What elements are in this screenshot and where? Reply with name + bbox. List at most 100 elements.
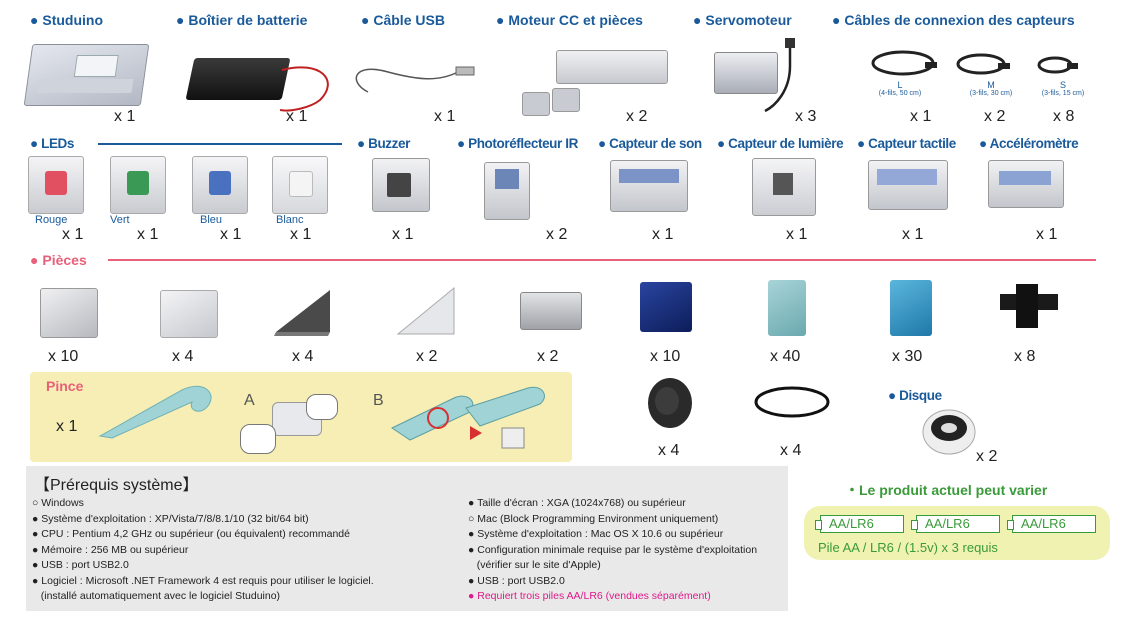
requirements-title: 【Prérequis système】 [34, 477, 199, 494]
motor-part-image-2 [552, 88, 580, 112]
battery-box-image [185, 58, 291, 100]
led-white-qty: x 1 [290, 226, 312, 243]
cable-m-qty: x 2 [984, 108, 1006, 125]
motor-qty: x 2 [626, 108, 648, 125]
batteries-caption: Pile AA / LR6 / (1.5v) x 3 requis [818, 540, 998, 555]
cable-s-spec: (3-fils, 15 cm) [1041, 90, 1085, 97]
photoreflector-heading: ● Photoréflecteur IR [457, 136, 578, 151]
photoreflector-qty: x 2 [546, 226, 568, 243]
piece-2-qty: x 4 [172, 348, 194, 365]
cable-s-qty: x 8 [1053, 108, 1075, 125]
usb-heading: ● Câble USB [361, 12, 445, 28]
touch-sensor-heading: ● Capteur tactile [857, 136, 956, 151]
cable-l-qty: x 1 [910, 108, 932, 125]
cable-l-label: L(4-fils, 50 cm) [875, 80, 925, 97]
product-variation-note: ・Le produit actuel peut varier [845, 482, 1048, 498]
battery-cell-3-label: AA/LR6 [1021, 516, 1066, 531]
pince-heading: Pince [46, 378, 84, 394]
buzzer-qty: x 1 [392, 226, 414, 243]
piece-axle-holder-image [520, 292, 582, 330]
servo-cable-image [764, 38, 795, 113]
req-right-3: ● Système d'exploitation : Mac OS X 10.6… [468, 528, 724, 540]
light-sensor-heading: ● Capteur de lumière [717, 136, 844, 151]
buzzer-image [372, 158, 430, 212]
buzzer-heading: ● Buzzer [357, 136, 410, 151]
pince-label-b: B [373, 392, 384, 409]
motor-heading: ● Moteur CC et pièces [496, 12, 643, 28]
motor-part-image [522, 92, 550, 116]
studuino-qty: x 1 [114, 108, 136, 125]
cable-s-label: S(3-fils, 15 cm) [1038, 80, 1088, 97]
led-white-label: Blanc [276, 214, 304, 226]
accelerometer-heading: ● Accéléromètre [979, 136, 1079, 151]
req-right-5: (vérifier sur le site d'Apple) [468, 559, 601, 571]
touch-sensor-qty: x 1 [902, 226, 924, 243]
battery-qty: x 1 [286, 108, 308, 125]
leds-heading: ● LEDs [30, 136, 75, 151]
piece-cube-image [40, 288, 98, 338]
piece-7-qty: x 40 [770, 348, 801, 365]
req-right-4: ● Configuration minimale requise par le … [468, 543, 758, 556]
piece-navy-connector-image [640, 282, 692, 332]
motor-image [556, 50, 668, 84]
pieces-heading: ● Pièces [30, 252, 87, 268]
led-red-image [28, 156, 84, 214]
battery-cell-2-label: AA/LR6 [925, 516, 970, 531]
leds-divider [98, 143, 342, 145]
studuino-heading: ● Studuino [30, 12, 104, 28]
cable-s-image [1037, 56, 1078, 74]
disque-heading: ● Disque [888, 388, 942, 403]
light-sensor-image [752, 158, 816, 216]
servo-image [714, 52, 778, 94]
disque-qty: x 2 [976, 448, 998, 465]
led-red-qty: x 1 [62, 226, 84, 243]
req-left-7: (installé automatiquement avec le logici… [32, 590, 281, 602]
req-right-6: ● USB : port USB2.0 [468, 574, 565, 587]
req-left-2: ● Système d'exploitation : XP/Vista/7/8/… [32, 512, 309, 525]
battery-cell-3: AA/LR6 [1007, 515, 1096, 533]
piece-1-qty: x 10 [48, 348, 79, 365]
pieces-divider [108, 259, 1096, 261]
sound-sensor-heading: ● Capteur de son [598, 136, 702, 151]
pince-hand-a-image [236, 384, 338, 456]
usb-qty: x 1 [434, 108, 456, 125]
led-blue-qty: x 1 [220, 226, 242, 243]
battery-cell-2: AA/LR6 [911, 515, 1000, 533]
req-left-1: ○ Windows [32, 497, 84, 509]
requirements-left-list: ○ Windows ● Système d'exploitation : XP/… [32, 496, 374, 605]
led-white-image [272, 156, 328, 214]
piece-dark-triangle-image [274, 290, 330, 336]
led-blue-image [192, 156, 248, 214]
piece-8-qty: x 30 [892, 348, 923, 365]
piece-blue-connector-image [890, 280, 932, 336]
req-right-2: ○ Mac (Block Programming Environment uni… [468, 512, 719, 525]
piece-black-connector-image [1000, 284, 1058, 328]
req-right-1: ● Taille d'écran : XGA (1024x768) ou sup… [468, 497, 686, 509]
disque-image [922, 409, 976, 455]
cable-m-label: M(3-fils, 30 cm) [966, 80, 1016, 97]
battery-wire-image [280, 66, 329, 112]
rubber-ring-qty: x 4 [780, 442, 802, 459]
requirements-panel: 【Prérequis système】 ○ Windows ● Système … [26, 466, 788, 611]
piece-9-qty: x 8 [1014, 348, 1036, 365]
battery-heading: ● Boîtier de batterie [176, 12, 308, 28]
req-left-5: ● USB : port USB2.0 [32, 559, 129, 571]
piece-clear-triangle-image [396, 286, 455, 335]
pince-usage-b-image [390, 386, 545, 449]
piece-6-qty: x 10 [650, 348, 681, 365]
led-green-qty: x 1 [137, 226, 159, 243]
req-left-4: ● Mémoire : 256 MB ou supérieur [32, 543, 189, 556]
req-battery-note: ● Requiert trois piles AA/LR6 (vendues s… [468, 590, 711, 602]
led-green-label: Vert [110, 214, 130, 226]
accelerometer-image [988, 160, 1064, 208]
rubber-ring-image [754, 386, 830, 418]
touch-sensor-image [868, 160, 948, 210]
piece-half-cube-image [160, 290, 218, 338]
req-left-3: ● CPU : Pentium 4,2 GHz ou supérieur (ou… [32, 528, 350, 540]
servo-heading: ● Servomoteur [693, 12, 792, 28]
cable-l-spec: (4-fils, 50 cm) [878, 90, 922, 97]
cable-l-image [871, 50, 937, 76]
cables-heading: ● Câbles de connexion des capteurs [832, 12, 1075, 28]
led-green-image [110, 156, 166, 214]
accelerometer-qty: x 1 [1036, 226, 1058, 243]
